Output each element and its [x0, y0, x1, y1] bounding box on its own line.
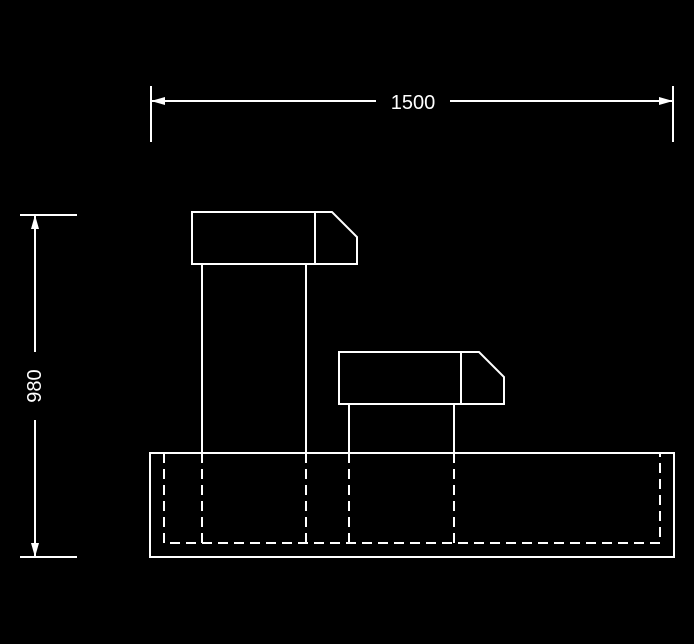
upper-spout-box	[191, 211, 316, 265]
width-arrow-right-icon	[659, 97, 673, 105]
lower-spout	[338, 351, 505, 543]
basin-outer-outline	[149, 452, 675, 558]
basin-inner-hidden-outline	[163, 453, 661, 544]
width-dimension-label: 1500	[391, 92, 436, 114]
lower-spout-box	[338, 351, 462, 405]
height-dimension	[20, 214, 77, 558]
height-arrow-top-icon	[31, 215, 39, 229]
height-arrow-bottom-icon	[31, 543, 39, 557]
width-arrow-left-icon	[151, 97, 165, 105]
lower-spout-lip	[461, 351, 505, 405]
height-dimension-label: 980	[24, 369, 46, 402]
upper-spout	[191, 211, 358, 543]
upper-spout-lip	[315, 211, 358, 265]
width-dimension	[150, 86, 674, 142]
